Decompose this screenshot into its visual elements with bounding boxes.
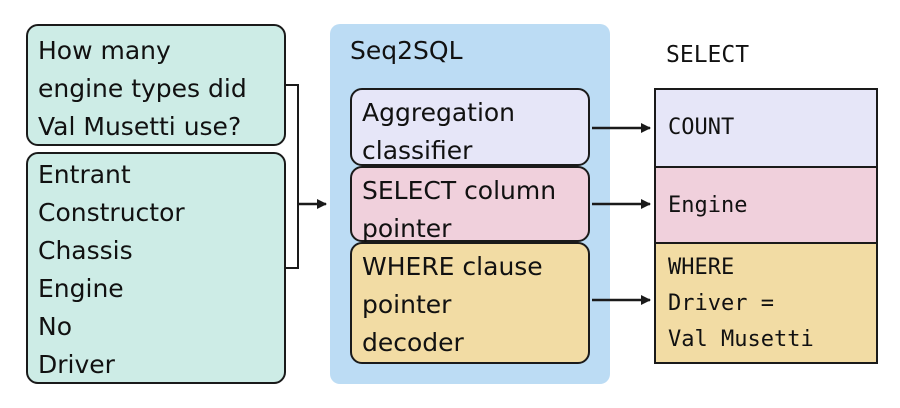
input-bracket — [286, 84, 299, 269]
module-label: WHERE clause — [362, 252, 543, 281]
column-item: No — [38, 312, 72, 341]
module-label: pointer — [362, 214, 452, 243]
column-item: Engine — [38, 274, 124, 303]
table-columns-box: Entrant Constructor Chassis Engine No Dr… — [26, 152, 286, 384]
column-item: Constructor — [38, 198, 185, 227]
model-title: Seq2SQL — [350, 36, 463, 65]
output-text: Driver = — [668, 291, 774, 316]
question-line: Val Musetti use? — [38, 112, 242, 141]
output-text: COUNT — [668, 115, 735, 140]
column-item: Chassis — [38, 236, 133, 265]
question-line: How many — [38, 36, 171, 65]
module-label: Aggregation — [362, 98, 516, 127]
module-label: SELECT column — [362, 176, 557, 205]
column-item: Entrant — [38, 160, 131, 189]
output-text: WHERE — [668, 255, 735, 280]
module-label: decoder — [362, 328, 464, 357]
output-label: SELECT — [666, 42, 750, 68]
output-text: Engine — [668, 193, 748, 218]
where-clause-decoder-module: WHERE clause pointer decoder — [350, 242, 590, 364]
aggregation-classifier-module: Aggregation classifier — [350, 88, 590, 166]
select-column-pointer-module: SELECT column pointer — [350, 166, 590, 243]
question-box: How many engine types did Val Musetti us… — [26, 24, 286, 146]
output-text: Val Musetti — [668, 327, 814, 352]
question-line: engine types did — [38, 74, 247, 103]
output-where-cell: WHERE Driver = Val Musetti — [654, 242, 878, 364]
module-label: classifier — [362, 136, 473, 165]
module-label: pointer — [362, 290, 452, 319]
output-aggregation-cell: COUNT — [654, 88, 878, 168]
column-item: Driver — [38, 350, 115, 379]
